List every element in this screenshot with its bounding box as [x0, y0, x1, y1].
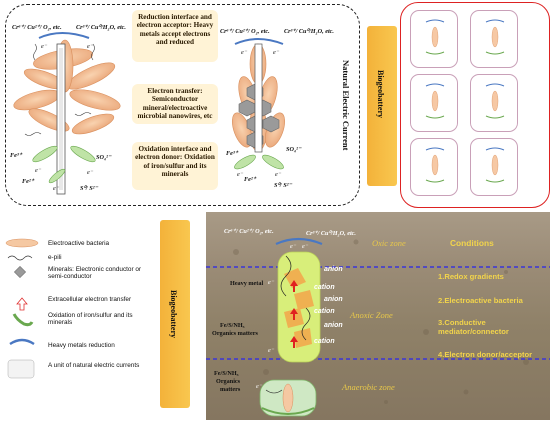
svg-text:e⁻: e⁻ [290, 244, 297, 250]
legend-unit: A unit of natural electric currents [48, 362, 140, 369]
bottom-biogeobattery-label: Biogeobattery [169, 290, 178, 338]
legend-pili: e-pili [48, 254, 62, 261]
oxidation-interface-box: Oxidation interface and electron donor: … [132, 142, 218, 190]
oxic-zone-label: Oxic zone [372, 238, 406, 248]
mid-fe3-label: Fe³⁺ [226, 150, 238, 157]
left-oxidant-label: Cr⁶⁺/ Cu²⁺/ O₂, etc. [12, 24, 62, 31]
natural-current-label: Natural Electric Current [341, 59, 351, 151]
anion-label: anion [324, 266, 343, 273]
left-fe2-label: Fe²⁺ [22, 178, 34, 185]
cation-label: cation [314, 308, 335, 315]
cation-label: cation [314, 338, 335, 345]
svg-text:e⁻: e⁻ [53, 186, 60, 192]
legend-reduction: Heavy metals reduction [48, 342, 115, 349]
condition-4: 4.Electron donor/acceptor [438, 350, 533, 359]
left-reduced-label: Cr³⁺/ Cu⁰/H₂O, etc. [76, 24, 126, 31]
mid-fe2-label: Fe²⁺ [244, 176, 256, 183]
soil-texture: e⁻ e⁻ e⁻ e⁻ e⁻ [206, 237, 550, 417]
electron-transfer-box: Electron transfer: Semiconductor mineral… [132, 84, 218, 124]
condition-2: 2.Electroactive bacteria [438, 296, 523, 305]
svg-text:e⁻: e⁻ [268, 348, 275, 354]
condition-1: 1.Redox gradients [438, 272, 504, 281]
left-fe3-label: Fe³⁺ [10, 152, 22, 159]
legend-electron-transfer: Extracellular electron transfer [48, 296, 132, 303]
conditions-title: Conditions [450, 238, 494, 248]
soil-reduced-label: Cr³⁺/ Cu⁰/H₂O, etc. [306, 230, 356, 237]
mid-s-label: S⁰/ S²⁻ [274, 182, 292, 189]
anion-label: anion [324, 296, 343, 303]
bottom-biogeobattery-bar [160, 220, 190, 408]
svg-text:e⁻: e⁻ [35, 168, 42, 174]
mid-reduced-label: Cr³⁺/ Cu⁰/H₂O, etc. [284, 28, 334, 35]
svg-text:e⁻: e⁻ [273, 50, 280, 56]
left-cell-illustration: e⁻ e⁻ e⁻ e⁻ e⁻ e⁻ e⁻ e⁻ e⁻ [13, 32, 286, 195]
soil-oxidant-label: Cr⁶⁺/ Cu²⁺/ O₂, etc. [224, 228, 274, 235]
legend-minerals: Minerals: Electronic conductor or semi-c… [48, 266, 142, 280]
mid-oxidant-label: Cr⁶⁺/ Cu²⁺/ O₂, etc. [220, 28, 270, 35]
donor1-line1: Fe/S/NH₃ [220, 322, 245, 329]
svg-text:e⁻: e⁻ [87, 170, 94, 176]
donor1-line2: Organics matters [212, 330, 258, 337]
svg-text:e⁻: e⁻ [237, 172, 244, 178]
svg-text:e⁻: e⁻ [275, 172, 282, 178]
donor2-line1: Fe/S/NH₃ [214, 370, 239, 377]
legend-oxidation: Oxidation of iron/sulfur and its mineral… [48, 312, 133, 326]
svg-text:e⁻: e⁻ [241, 50, 248, 56]
mechanism-panel [5, 4, 360, 206]
left-so4-label: SO₄²⁻ [96, 154, 112, 161]
svg-text:e⁻: e⁻ [268, 280, 275, 286]
top-biogeobattery-label: Biogeobattery [376, 70, 385, 118]
donor2-line2: Organics [216, 378, 241, 385]
anion-label: anion [324, 322, 343, 329]
left-s-label: S⁰/ S²⁻ [80, 185, 98, 192]
svg-text:e⁻: e⁻ [87, 44, 94, 50]
anoxic-zone-label: Anoxic Zone [350, 310, 393, 320]
svg-text:e⁻: e⁻ [256, 384, 263, 390]
heavy-metal-label: Heavy metal [230, 280, 264, 287]
soil-profile: e⁻ e⁻ e⁻ e⁻ e⁻ Cr⁶⁺/ Cu²⁺/ O₂, etc. Cr³⁺/ C… [206, 212, 550, 420]
current-unit-glyphs [425, 19, 505, 183]
mid-so4-label: SO₄²⁻ [286, 146, 302, 153]
legend-bacteria: Electroactive bacteria [48, 240, 110, 247]
reduction-interface-box: Reduction interface and electron accepto… [132, 10, 218, 62]
legend-icons [5, 238, 39, 379]
top-biogeobattery-bar [367, 26, 397, 186]
condition-3: 3.Conductive mediator/connector [438, 318, 509, 336]
svg-text:e⁻: e⁻ [41, 44, 48, 50]
svg-text:e⁻: e⁻ [302, 244, 309, 250]
anaerobic-zone-label: Anaerobic zone [342, 382, 395, 392]
donor2-line3: matters [220, 386, 241, 393]
cation-label: cation [314, 284, 335, 291]
